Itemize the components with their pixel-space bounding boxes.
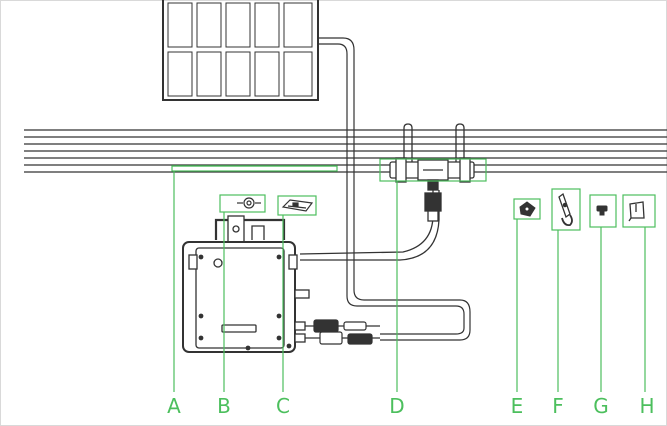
mounting-rail: [24, 129, 667, 173]
callout-markers: [171, 158, 656, 392]
callout-label-b: B: [217, 394, 231, 418]
trunk-connector: [299, 123, 475, 261]
part-terminal-cap: [596, 205, 608, 216]
callout-label-g: G: [593, 394, 609, 418]
callout-label-f: F: [552, 394, 564, 418]
solar-panel: [162, 0, 319, 101]
callout-label-h: H: [639, 394, 654, 418]
part-unlock-tool: [558, 192, 573, 227]
callout-label-a: A: [167, 394, 181, 418]
part-end-cap: [628, 201, 645, 222]
callout-label-c: C: [276, 394, 290, 418]
dc-connectors: [305, 319, 380, 345]
callout-label-e: E: [511, 394, 524, 418]
part-bolt: [237, 197, 261, 209]
microinverter: [182, 215, 310, 353]
callout-label-d: D: [389, 394, 404, 418]
panel-cable: [318, 37, 471, 341]
part-bracket: [281, 199, 314, 212]
part-nut: [519, 201, 536, 217]
